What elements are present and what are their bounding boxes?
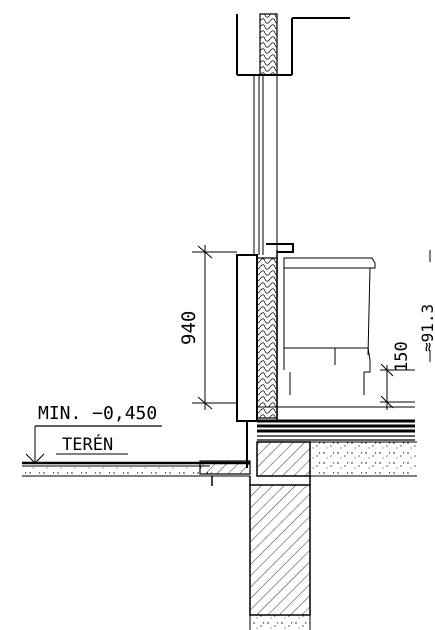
dimension-150-label: 150 <box>392 341 412 372</box>
foundation <box>249 476 311 630</box>
level-marker <box>25 425 162 464</box>
terrain-label: TERÉN <box>62 433 113 455</box>
level-label: MIN. −0,450 <box>38 403 157 424</box>
dimension-940 <box>192 245 237 410</box>
dimension-approx-label: ≈91.3 <box>418 304 435 352</box>
radiator <box>283 257 376 395</box>
dimension-940-label: 940 <box>178 311 200 345</box>
parapet-wall <box>236 243 294 468</box>
dimension-150 <box>380 363 415 410</box>
upper-frame <box>236 13 350 255</box>
terrain-ground <box>22 460 251 486</box>
floor-layers <box>256 406 417 477</box>
